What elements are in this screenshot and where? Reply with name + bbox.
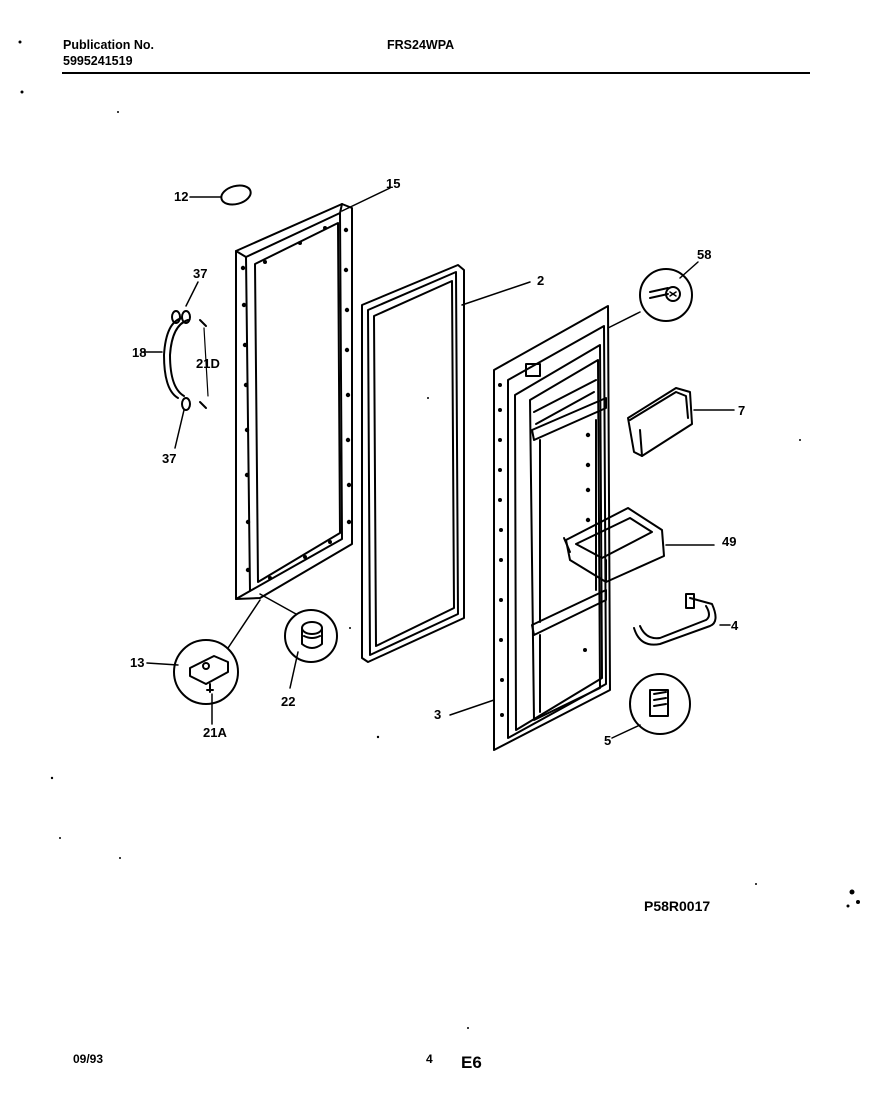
- part-22-bushing: [259, 593, 338, 689]
- part-21D-screws: [199, 319, 209, 409]
- part-4-retainer-bar: [633, 593, 731, 646]
- scan-speckles: [18, 40, 860, 1029]
- part-37-screw-bottom: [174, 397, 191, 449]
- part-2-gasket: [361, 264, 531, 663]
- publication-number: 5995241519: [63, 54, 133, 68]
- diagram-reference-code: P58R0017: [644, 898, 710, 914]
- label-4: 4: [731, 618, 739, 633]
- part-37-screw-top: [171, 281, 199, 324]
- part-18-handle: [142, 317, 189, 399]
- label-13: 13: [130, 655, 144, 670]
- part-21A-screw: [206, 683, 214, 725]
- header-rule: [62, 72, 810, 74]
- footer-section: E6: [461, 1053, 482, 1072]
- label-18: 18: [132, 345, 146, 360]
- label-15: 15: [386, 176, 400, 191]
- label-37-bottom: 37: [162, 451, 176, 466]
- label-58: 58: [697, 247, 711, 262]
- publication-label: Publication No.: [63, 38, 154, 52]
- label-21A: 21A: [203, 725, 227, 740]
- label-21D: 21D: [196, 356, 220, 371]
- part-15-door-frame: [235, 187, 391, 600]
- part-13-hinge: [146, 599, 261, 705]
- label-12: 12: [174, 189, 188, 204]
- label-37-top: 37: [193, 266, 207, 281]
- label-5: 5: [604, 733, 611, 748]
- label-49: 49: [722, 534, 736, 549]
- part-7-bin-cover: [627, 387, 735, 457]
- part-58-screw: [639, 261, 699, 322]
- model-number: FRS24WPA: [387, 38, 455, 52]
- footer-date: 09/93: [73, 1052, 104, 1066]
- part-3-door-liner: [449, 305, 641, 751]
- part-49-shelf-bin: [563, 507, 715, 583]
- footer-page-number: 4: [426, 1052, 433, 1066]
- part-5-clip: [611, 673, 691, 739]
- part-12-plug: [189, 184, 252, 206]
- label-7: 7: [738, 403, 745, 418]
- label-22: 22: [281, 694, 295, 709]
- label-2: 2: [537, 273, 544, 288]
- label-3: 3: [434, 707, 441, 722]
